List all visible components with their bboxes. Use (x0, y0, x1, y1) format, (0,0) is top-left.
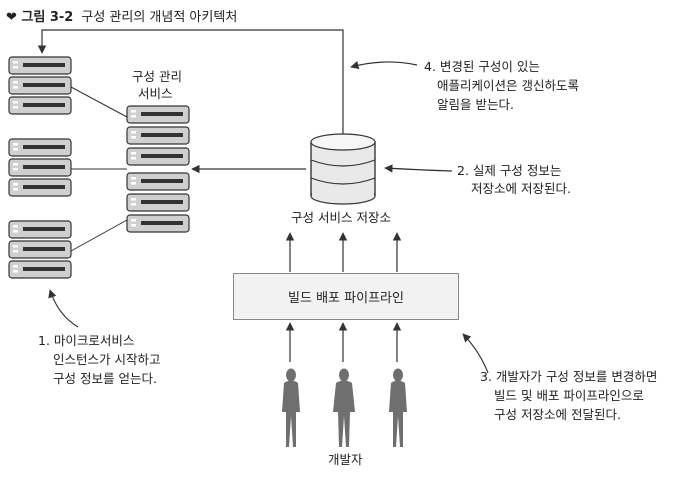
notification-arrow (37, 29, 344, 134)
note3-line2: 빌드 및 배포 파이프라인으로 (494, 388, 644, 403)
config-service-server-stack (126, 105, 190, 233)
note1-pointer (48, 289, 79, 328)
note2-line2: 저장소에 저장된다. (471, 181, 571, 196)
note3-pointer (462, 333, 489, 374)
note1-line1: 1. 마이크로서비스 (38, 333, 135, 348)
developer-person-icon-3 (389, 368, 407, 447)
figure-caption: 구성 관리의 개념적 아키텍처 (81, 10, 238, 25)
note3-line3: 구성 저장소에 전달된다. (494, 407, 621, 422)
developer-person-icon-1 (282, 368, 300, 447)
note3-line1: 3. 개발자가 구성 정보를 변경하면 (480, 369, 658, 384)
microservice-instance-group-3 (8, 220, 72, 279)
figure-title: ❤ 그림 3-2 구성 관리의 개념적 아키텍처 (6, 6, 237, 25)
pipeline-label: 빌드 배포 파이프라인 (288, 291, 404, 306)
note1-line3: 구성 정보를 얻는다. (53, 371, 157, 386)
developer-person-icon-2 (333, 368, 355, 447)
note4-line3: 알림을 받는다. (437, 97, 514, 112)
build-deploy-pipeline-box: 빌드 배포 파이프라인 (233, 273, 459, 320)
developers-label: 개발자 (328, 452, 363, 467)
note4-line2: 애플리케이션은 갱신하도록 (437, 78, 579, 93)
config-service-label-line2: 서비스 (138, 86, 173, 101)
connector-group1 (70, 86, 128, 118)
figure-number: ❤ 그림 3-2 (6, 10, 74, 25)
microservice-instance-group-2 (8, 138, 72, 197)
note4-line1: 4. 변경된 구성이 있는 (424, 59, 540, 74)
note4-pointer (350, 61, 418, 70)
config-service-label-line1: 구성 관리 (132, 69, 182, 84)
microservice-instance-group-1 (8, 56, 72, 115)
note2-line1: 2. 실제 구성 정보는 (457, 163, 562, 178)
note2-pointer (384, 164, 453, 173)
store-label: 구성 서비스 저장소 (291, 210, 391, 225)
config-store-database-icon (310, 133, 376, 205)
connector-group3 (70, 219, 128, 252)
note1-line2: 인스턴스가 시작하고 (53, 352, 161, 367)
